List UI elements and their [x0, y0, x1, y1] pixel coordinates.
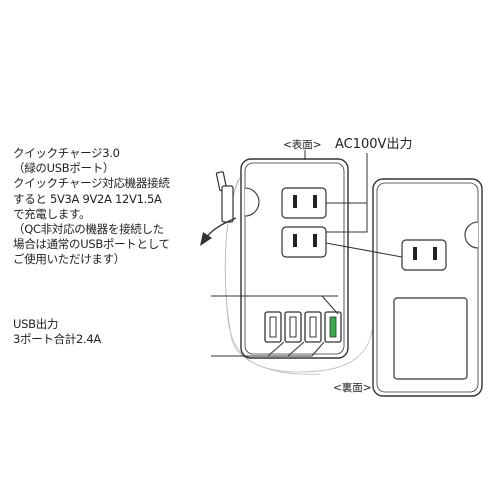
qc-note-line: 場合は通常のUSBポートとして: [13, 237, 170, 252]
ac-outlet-icon: [401, 239, 447, 271]
usb-port-icon: [284, 311, 302, 343]
front-label: <表面>: [283, 139, 322, 151]
ac-outlet-icon: [281, 226, 327, 258]
qc-note-line: すると 5V3A 9V2A 12V1.5A: [13, 191, 162, 206]
back-label: <裏面>: [333, 382, 372, 394]
qc-note-line: クイックチャージ3.0: [13, 146, 120, 160]
back-panel: [393, 297, 468, 380]
qc-note-line: （QC非対応の機器を接続した: [13, 222, 164, 237]
usb-port-icon: [264, 311, 282, 343]
usb-note-line: USB出力: [13, 317, 59, 331]
qc-note-line: （緑のUSBポート）: [13, 161, 115, 176]
qc-note-line: ご使用いただけます）: [13, 252, 125, 267]
plug-prong-icon: [215, 171, 234, 223]
ac-outlet-icon: [281, 187, 327, 219]
guide-loop-inner: [224, 179, 321, 375]
usb-note-line: 3ポート合計2.4A: [13, 332, 101, 347]
usb-port-icon: [304, 311, 322, 343]
back-notch: [464, 221, 479, 249]
usb-port-group: [264, 311, 342, 343]
callout-lines: [211, 150, 403, 357]
usb-note: USB出力 3ポート合計2.4A: [13, 317, 101, 347]
qc-note-line: で充電します。: [13, 206, 91, 221]
front-notch: [244, 187, 260, 217]
rotate-arrow-icon: [200, 217, 237, 246]
qc-note: クイックチャージ3.0 （緑のUSBポート） クイックチャージ対応機器接続 する…: [13, 146, 170, 268]
adapter-back-body: [372, 178, 483, 397]
qc-note-line: クイックチャージ対応機器接続: [13, 176, 170, 191]
ac-output-label: AC100V出力: [335, 137, 413, 152]
